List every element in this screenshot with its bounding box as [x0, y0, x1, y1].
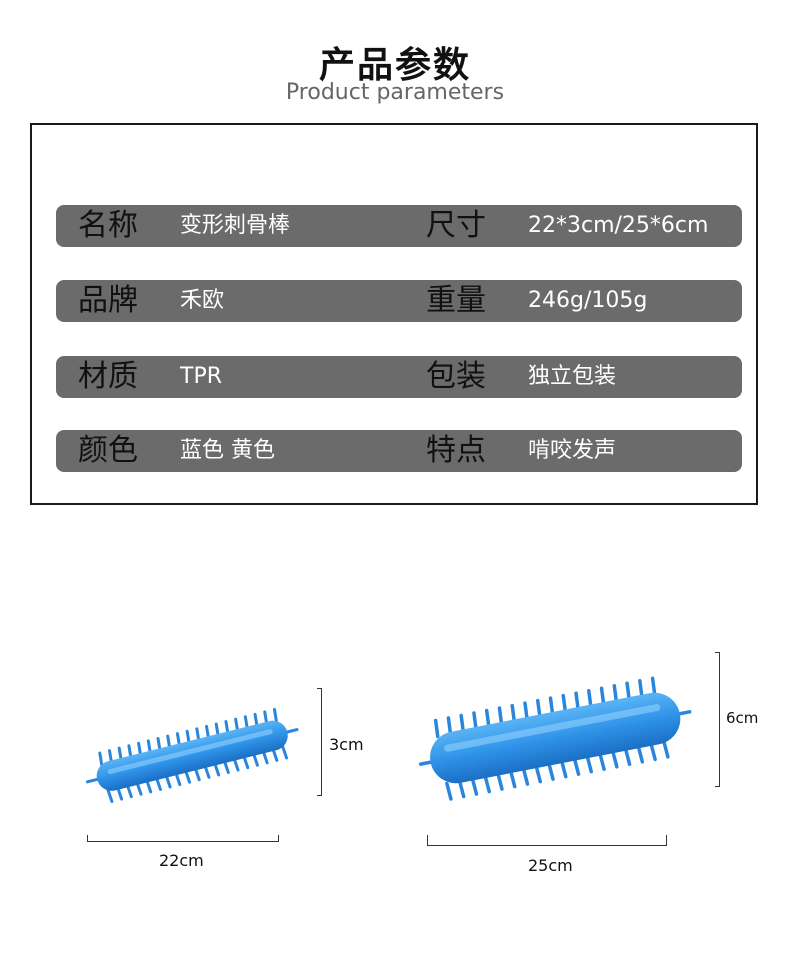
height-dimension-line [719, 652, 720, 787]
spike [135, 781, 143, 796]
param-key: 颜色 [78, 433, 138, 468]
param-key: 名称 [78, 208, 138, 243]
spike [281, 745, 289, 760]
param-value: 蓝色 黄色 [180, 438, 275, 463]
spike [459, 713, 465, 734]
spike [548, 696, 555, 716]
spike [599, 686, 606, 706]
spike [283, 728, 299, 735]
param-value: 独立包装 [528, 364, 617, 389]
spike [470, 776, 479, 796]
spike [650, 676, 657, 696]
spike [457, 779, 466, 799]
height-dimension-tick [317, 688, 322, 689]
spike [472, 711, 478, 731]
spike [174, 771, 182, 787]
height-label: 6cm [726, 709, 759, 727]
height-dimension-tick [715, 786, 720, 787]
param-value: 变形刺骨棒 [180, 213, 291, 238]
spike [585, 754, 594, 774]
large-spiky-stick-image [418, 676, 692, 801]
spike [636, 744, 645, 764]
spike [623, 747, 632, 767]
param-value: TPR [180, 364, 222, 389]
spike [523, 701, 529, 721]
width-dimension-tick [278, 835, 279, 842]
spike [446, 716, 453, 736]
param-key: 包装 [426, 359, 486, 394]
spike [535, 698, 542, 719]
param-row: 材质 TPR 包装 独立包装 [56, 356, 742, 398]
page-title: 产品参数 [318, 45, 471, 86]
spike [263, 710, 269, 726]
spike [508, 769, 517, 789]
param-key: 品牌 [78, 283, 138, 318]
spike [561, 693, 568, 714]
width-dimension-line [87, 841, 279, 842]
param-row: 名称 变形刺骨棒 尺寸 22*3cm/25*6cm [56, 205, 742, 247]
spike [224, 720, 230, 735]
spike [483, 774, 491, 794]
spike [116, 786, 124, 801]
param-key: 特点 [426, 433, 486, 468]
spike [510, 703, 517, 724]
spike [166, 734, 172, 750]
spike [534, 764, 542, 784]
spike [146, 739, 152, 755]
height-dimension-line [321, 688, 322, 796]
spike [496, 771, 504, 791]
height-label: 3cm [329, 735, 364, 754]
spike [587, 688, 593, 709]
spike [598, 751, 606, 771]
spike [612, 683, 619, 704]
spike [638, 679, 644, 699]
spike [445, 781, 453, 801]
spike [497, 706, 504, 726]
spike [108, 749, 113, 764]
param-key: 重量 [426, 283, 486, 318]
spike [98, 751, 104, 767]
width-dimension-tick [666, 835, 667, 846]
spike [662, 739, 670, 759]
spike [484, 708, 491, 729]
spike [521, 766, 530, 786]
spike [155, 776, 162, 791]
spike [574, 691, 580, 711]
height-dimension-tick [317, 795, 322, 796]
spike [433, 718, 440, 739]
param-value: 22*3cm/25*6cm [528, 213, 709, 238]
spike [261, 749, 269, 765]
spike [127, 744, 133, 760]
spike [547, 761, 555, 781]
spike [205, 724, 210, 740]
height-dimension-tick [715, 652, 720, 653]
param-value: 禾欧 [180, 288, 225, 313]
width-label: 22cm [159, 851, 204, 870]
page-subtitle: Product parameters [285, 80, 505, 105]
param-row: 品牌 禾欧 重量 246g/105g [56, 280, 742, 322]
spike [572, 756, 581, 776]
param-value: 啃咬发声 [528, 438, 617, 463]
spike [243, 715, 249, 731]
param-key: 材质 [78, 359, 138, 394]
spike [559, 759, 568, 779]
small-spiky-stick-image [85, 707, 299, 804]
param-row: 颜色 蓝色 黄色 特点 啃咬发声 [56, 430, 742, 472]
spike [649, 742, 657, 762]
spike [272, 707, 278, 723]
spike [242, 754, 250, 770]
width-dimension-tick [427, 835, 428, 846]
spike [185, 729, 191, 745]
spike [625, 681, 631, 701]
width-label: 25cm [528, 856, 573, 875]
width-dimension-line [427, 845, 667, 846]
spike [106, 788, 114, 804]
parameter-table: 名称 变形刺骨棒 尺寸 22*3cm/25*6cm 品牌 禾欧 重量 246g/… [30, 123, 758, 505]
param-key: 尺寸 [426, 208, 486, 243]
param-value: 246g/105g [528, 288, 648, 313]
spike [611, 749, 619, 769]
width-dimension-tick [87, 835, 88, 842]
